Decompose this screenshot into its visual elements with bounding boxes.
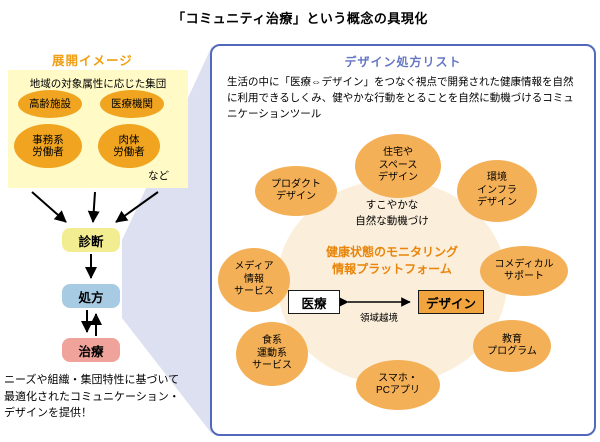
diagram-title: 「コミュニティ治療」という概念の具現化 bbox=[172, 11, 428, 26]
group-bubble-office-workers: 事務系 労働者 bbox=[14, 124, 82, 168]
satellite-comedical-support: コメディカル サポート bbox=[480, 246, 568, 296]
satellite-smartphone-pc-app: スマホ・ PCアプリ bbox=[356, 360, 440, 410]
group-bubble-manual-workers: 肉体 労働者 bbox=[98, 124, 160, 168]
medical-domain-box: 医療 bbox=[288, 290, 340, 314]
left-footer-note: ニーズや組織・集団特性に基づいて 最適化されたコミュニケーション・ デザインを提… bbox=[4, 374, 180, 419]
group-bubble-medical-institution: 医療機関 bbox=[100, 90, 164, 118]
motivation-label: すこやかな 自然な動機づけ bbox=[355, 199, 429, 227]
left-section-heading: 展開イメージ bbox=[52, 54, 133, 68]
satellite-environment-infra-design: 環境 インフラ デザイン bbox=[457, 160, 537, 222]
satellite-food-exercise-service: 食系 運動系 サービス bbox=[236, 322, 308, 386]
flow-step-prescription: 処方 bbox=[62, 284, 120, 308]
target-group-title: 地域の対象属性に応じた集団 bbox=[29, 78, 167, 90]
arrow-group-to-diagnosis-right bbox=[115, 191, 159, 223]
satellite-education-program: 教育 プログラム bbox=[473, 320, 551, 372]
flow-step-treatment: 治療 bbox=[62, 338, 120, 362]
etc-label: など bbox=[148, 170, 169, 182]
design-prescription-panel: デザイン処方リスト 生活の中に「医療⇔デザイン」をつなぐ視点で開発された健康情報… bbox=[210, 44, 596, 436]
flow-step-diagnosis: 診断 bbox=[62, 228, 120, 252]
satellite-product-design: プロダクト デザイン bbox=[255, 166, 337, 216]
right-description: 生活の中に「医療⇔デザイン」をつなぐ視点で開発された健康情報を自然に利用できるし… bbox=[227, 76, 574, 120]
satellite-housing-space-design: 住宅や スペース デザイン bbox=[355, 134, 441, 198]
arrow-group-to-diagnosis-left bbox=[31, 191, 67, 223]
satellite-media-info-service: メディア 情報 サービス bbox=[218, 248, 290, 312]
design-domain-box: デザイン bbox=[418, 290, 484, 314]
right-section-heading: デザイン処方リスト bbox=[344, 55, 462, 69]
medical-design-double-arrow bbox=[340, 297, 411, 307]
monitoring-platform-label: 健康状態のモニタリング 情報プラットフォーム bbox=[325, 245, 458, 276]
arrow-group-to-diagnosis-center bbox=[87, 191, 100, 223]
core-background-ellipse bbox=[277, 180, 507, 384]
zoom-connector-triangle bbox=[122, 46, 212, 434]
cross-domain-label: 領域越境 bbox=[359, 313, 398, 324]
group-bubble-elderly-facility: 高齢施設 bbox=[18, 90, 82, 118]
